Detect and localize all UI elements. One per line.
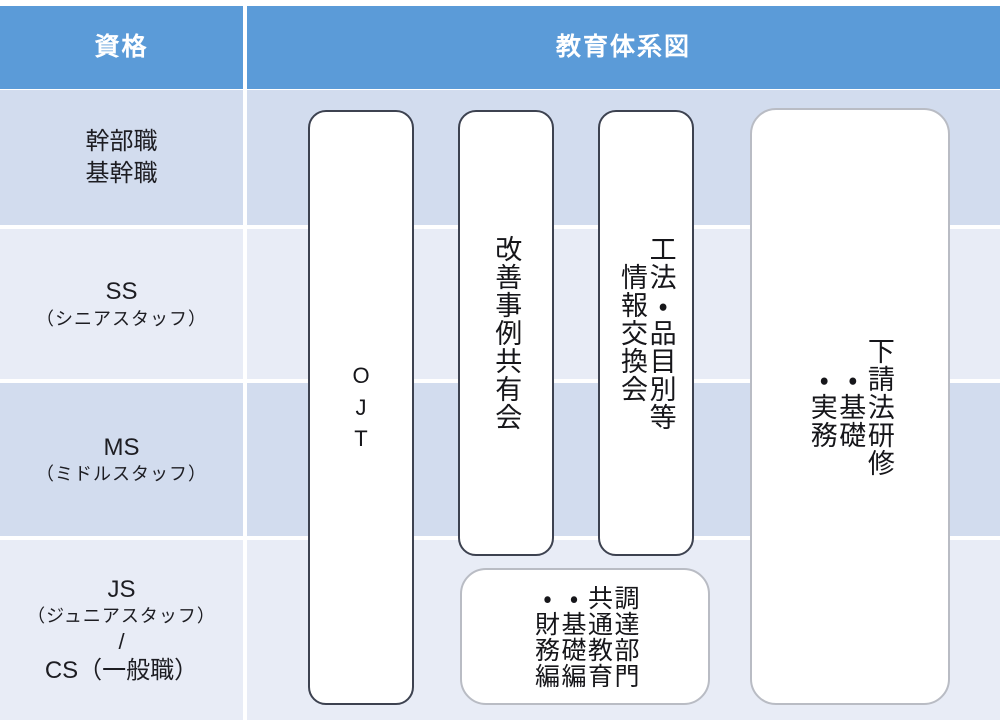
program-box-subcontract-act-training[interactable]: 下請法研修 ・基礎 ・実務 [750, 108, 950, 705]
ojt-letter: J [355, 394, 367, 420]
qualification-sublabel: （ミドルスタッフ） [36, 464, 207, 485]
program-box-ojt[interactable]: O J T [308, 110, 414, 705]
vertical-text-column: 共通教育 [584, 584, 613, 689]
ojt-letter: O [352, 362, 370, 388]
vertical-text-column: ・基礎編 [558, 584, 586, 689]
vertical-text-column: 下請法研修 [863, 336, 894, 477]
header-label-qualification: 資格 [94, 33, 149, 61]
qualification-cell-exec: 幹部職 基幹職 [0, 90, 243, 225]
column-divider [243, 90, 247, 720]
vertical-text-column: 情報交換会 [617, 263, 647, 403]
qualification-separator: / [118, 629, 125, 655]
vertical-text-column: 調達部門 [611, 584, 639, 689]
vertical-text-column: 改善事例共有会 [491, 235, 522, 431]
qualification-cell-js-cs: JS （ジュニアスタッフ） / CS（一般職） [0, 540, 243, 720]
header-label-education-chart: 教育体系図 [555, 33, 691, 61]
table-header: 資格 教育体系図 [0, 0, 1000, 90]
qualification-label: 幹部職 [85, 127, 158, 155]
ojt-letter: T [354, 426, 368, 452]
qualification-cell-ms: MS （ミドルスタッフ） [0, 383, 243, 536]
program-box-method-item-info-exchange[interactable]: 工法・品目別等 情報交換会 [598, 110, 694, 556]
vertical-text-column: 工法・品目別等 [645, 235, 676, 431]
qualification-sublabel: （ジュニアスタッフ） [27, 606, 216, 627]
qualification-label: JS [107, 575, 136, 603]
qualification-label: CS（一般職） [44, 656, 199, 684]
program-box-procurement-common-education[interactable]: 調達部門 共通教育 ・基礎編 ・財務編 [460, 568, 710, 705]
qualification-label: MS [103, 433, 140, 461]
ojt-letter-stack: O J T [352, 360, 369, 456]
program-box-improvement-case-sharing[interactable]: 改善事例共有会 [458, 110, 554, 556]
qualification-label: SS [105, 278, 138, 306]
header-cell-qualification: 資格 [0, 6, 243, 89]
vertical-text-column: ・財務編 [531, 584, 560, 689]
qualification-cell-ss: SS （シニアスタッフ） [0, 229, 243, 379]
header-cell-education-chart: 教育体系図 [247, 6, 1000, 89]
vertical-text-column: ・基礎 [835, 364, 866, 449]
vertical-text-column: ・実務 [806, 364, 837, 449]
qualification-sublabel: （シニアスタッフ） [36, 308, 207, 329]
qualification-label: 基幹職 [85, 159, 158, 187]
